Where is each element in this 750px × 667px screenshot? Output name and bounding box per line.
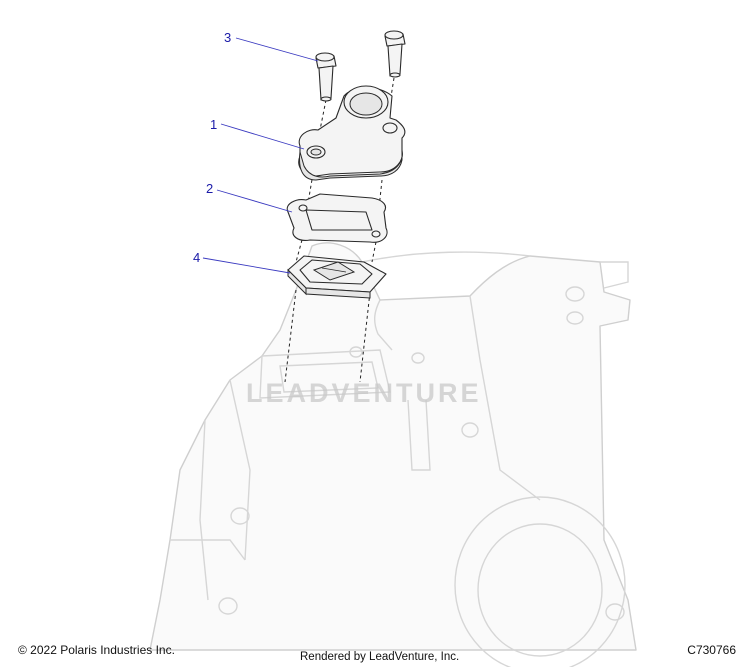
bolt-right (384, 30, 406, 78)
callout-number: 2 (206, 181, 213, 196)
rendered-by-text: Rendered by LeadVenture, Inc. (300, 651, 460, 663)
gasket (286, 193, 388, 243)
callout-number: 4 (193, 250, 200, 265)
callout-3: 3 (224, 30, 319, 62)
watermark-text: LEADVENTURE (246, 378, 482, 408)
reed-valve (287, 255, 387, 299)
callout-4: 4 (193, 250, 291, 274)
callout-1: 1 (210, 117, 305, 150)
callout-number: 3 (224, 30, 231, 45)
callout-2: 2 (206, 181, 293, 213)
bolt-left (315, 52, 337, 102)
diagram-code: C730766 (687, 643, 736, 657)
callout-number: 1 (210, 117, 217, 132)
crankcase-housing (149, 242, 637, 667)
copyright-text: © 2022 Polaris Industries Inc. (18, 643, 175, 657)
intake-elbow (298, 85, 406, 181)
